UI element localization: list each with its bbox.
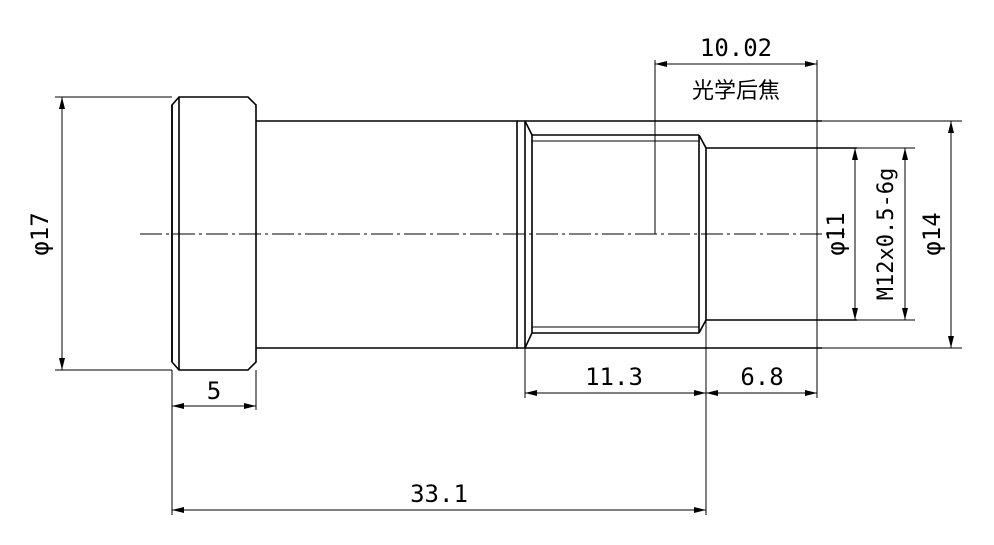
dimension-lines bbox=[59, 61, 954, 513]
dim-focal-back: 10.02 bbox=[700, 34, 772, 62]
dim-length-6-8: 6.8 bbox=[740, 363, 783, 391]
dim-length-5: 5 bbox=[207, 377, 221, 405]
dim-diameter-14: φ14 bbox=[918, 212, 946, 255]
dim-diameter-11: φ11 bbox=[822, 212, 850, 255]
dim-length-33-1: 33.1 bbox=[410, 480, 468, 508]
extension-lines bbox=[55, 60, 962, 515]
dim-focal-back-label: 光学后焦 bbox=[692, 79, 780, 104]
dim-thread-spec: M12x0.5-6g bbox=[874, 168, 899, 300]
dim-length-11-3: 11.3 bbox=[585, 363, 643, 391]
dim-diameter-17: φ17 bbox=[26, 212, 54, 255]
flange-body bbox=[171, 96, 257, 371]
